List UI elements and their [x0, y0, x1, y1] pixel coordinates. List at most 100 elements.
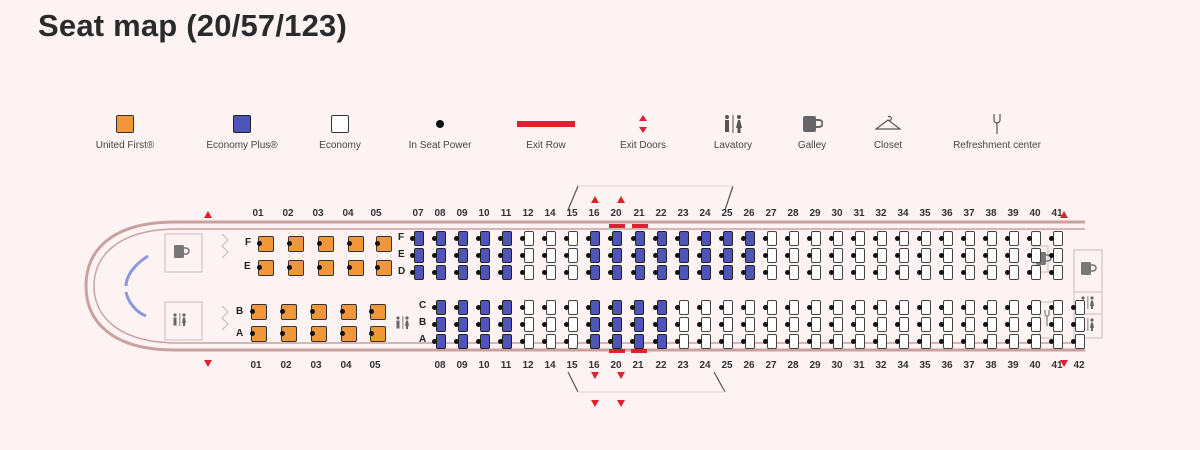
seat-32F[interactable]	[877, 231, 887, 246]
seat-38F[interactable]	[987, 231, 997, 246]
seat-12E[interactable]	[524, 248, 534, 263]
seat-09E[interactable]	[458, 248, 468, 263]
seat-12F[interactable]	[524, 231, 534, 246]
seat-26E[interactable]	[745, 248, 755, 263]
seat-40E[interactable]	[1031, 248, 1041, 263]
seat-41B[interactable]	[1053, 317, 1063, 332]
seat-21D[interactable]	[635, 265, 645, 280]
seat-36E[interactable]	[943, 248, 953, 263]
seat-20D[interactable]	[612, 265, 622, 280]
seat-09C[interactable]	[458, 300, 468, 315]
seat-24E[interactable]	[701, 248, 711, 263]
seat-12D[interactable]	[524, 265, 534, 280]
seat-38D[interactable]	[987, 265, 997, 280]
seat-34C[interactable]	[899, 300, 909, 315]
seat-30F[interactable]	[833, 231, 843, 246]
seat-23E[interactable]	[679, 248, 689, 263]
seat-36D[interactable]	[943, 265, 953, 280]
seat-37E[interactable]	[965, 248, 975, 263]
seat-37C[interactable]	[965, 300, 975, 315]
seat-39D[interactable]	[1009, 265, 1019, 280]
seat-26D[interactable]	[745, 265, 755, 280]
seat-30E[interactable]	[833, 248, 843, 263]
seat-39E[interactable]	[1009, 248, 1019, 263]
seat-09A[interactable]	[458, 334, 468, 349]
seat-16E[interactable]	[590, 248, 600, 263]
seat-08D[interactable]	[436, 265, 446, 280]
seat-34B[interactable]	[899, 317, 909, 332]
seat-22B[interactable]	[657, 317, 667, 332]
seat-22A[interactable]	[657, 334, 667, 349]
seat-24A[interactable]	[701, 334, 711, 349]
seat-22E[interactable]	[657, 248, 667, 263]
seat-24B[interactable]	[701, 317, 711, 332]
seat-29C[interactable]	[811, 300, 821, 315]
seat-24C[interactable]	[701, 300, 711, 315]
seat-20E[interactable]	[612, 248, 622, 263]
seat-20B[interactable]	[612, 317, 622, 332]
seat-12B[interactable]	[524, 317, 534, 332]
seat-11E[interactable]	[502, 248, 512, 263]
seat-23F[interactable]	[679, 231, 689, 246]
seat-10A[interactable]	[480, 334, 490, 349]
seat-28C[interactable]	[789, 300, 799, 315]
seat-14F[interactable]	[546, 231, 556, 246]
seat-21F[interactable]	[635, 231, 645, 246]
seat-38C[interactable]	[987, 300, 997, 315]
seat-36C[interactable]	[943, 300, 953, 315]
seat-15F[interactable]	[568, 231, 578, 246]
seat-28F[interactable]	[789, 231, 799, 246]
seat-24D[interactable]	[701, 265, 711, 280]
seat-14C[interactable]	[546, 300, 556, 315]
seat-30C[interactable]	[833, 300, 843, 315]
seat-32B[interactable]	[877, 317, 887, 332]
seat-23B[interactable]	[679, 317, 689, 332]
seat-31A[interactable]	[855, 334, 865, 349]
seat-20F[interactable]	[612, 231, 622, 246]
seat-27A[interactable]	[767, 334, 777, 349]
seat-40D[interactable]	[1031, 265, 1041, 280]
seat-32E[interactable]	[877, 248, 887, 263]
seat-27F[interactable]	[767, 231, 777, 246]
seat-22C[interactable]	[657, 300, 667, 315]
seat-28B[interactable]	[789, 317, 799, 332]
seat-38E[interactable]	[987, 248, 997, 263]
seat-08A[interactable]	[436, 334, 446, 349]
seat-16A[interactable]	[590, 334, 600, 349]
seat-16B[interactable]	[590, 317, 600, 332]
seat-16F[interactable]	[590, 231, 600, 246]
seat-12C[interactable]	[524, 300, 534, 315]
seat-25F[interactable]	[723, 231, 733, 246]
seat-14B[interactable]	[546, 317, 556, 332]
seat-25C[interactable]	[723, 300, 733, 315]
seat-26F[interactable]	[745, 231, 755, 246]
seat-12A[interactable]	[524, 334, 534, 349]
seat-39A[interactable]	[1009, 334, 1019, 349]
seat-41C[interactable]	[1053, 300, 1063, 315]
seat-11A[interactable]	[502, 334, 512, 349]
seat-37F[interactable]	[965, 231, 975, 246]
seat-34E[interactable]	[899, 248, 909, 263]
seat-21C[interactable]	[634, 300, 644, 315]
seat-20C[interactable]	[612, 300, 622, 315]
seat-34A[interactable]	[899, 334, 909, 349]
seat-22D[interactable]	[657, 265, 667, 280]
seat-40B[interactable]	[1031, 317, 1041, 332]
seat-08C[interactable]	[436, 300, 446, 315]
seat-37A[interactable]	[965, 334, 975, 349]
seat-32C[interactable]	[877, 300, 887, 315]
seat-35C[interactable]	[921, 300, 931, 315]
seat-11C[interactable]	[502, 300, 512, 315]
seat-37D[interactable]	[965, 265, 975, 280]
seat-32A[interactable]	[877, 334, 887, 349]
seat-29D[interactable]	[811, 265, 821, 280]
seat-09D[interactable]	[458, 265, 468, 280]
seat-34F[interactable]	[899, 231, 909, 246]
seat-27C[interactable]	[767, 300, 777, 315]
seat-26B[interactable]	[745, 317, 755, 332]
seat-42B[interactable]	[1075, 317, 1085, 332]
seat-15B[interactable]	[568, 317, 578, 332]
seat-27B[interactable]	[767, 317, 777, 332]
seat-11F[interactable]	[502, 231, 512, 246]
seat-27E[interactable]	[767, 248, 777, 263]
